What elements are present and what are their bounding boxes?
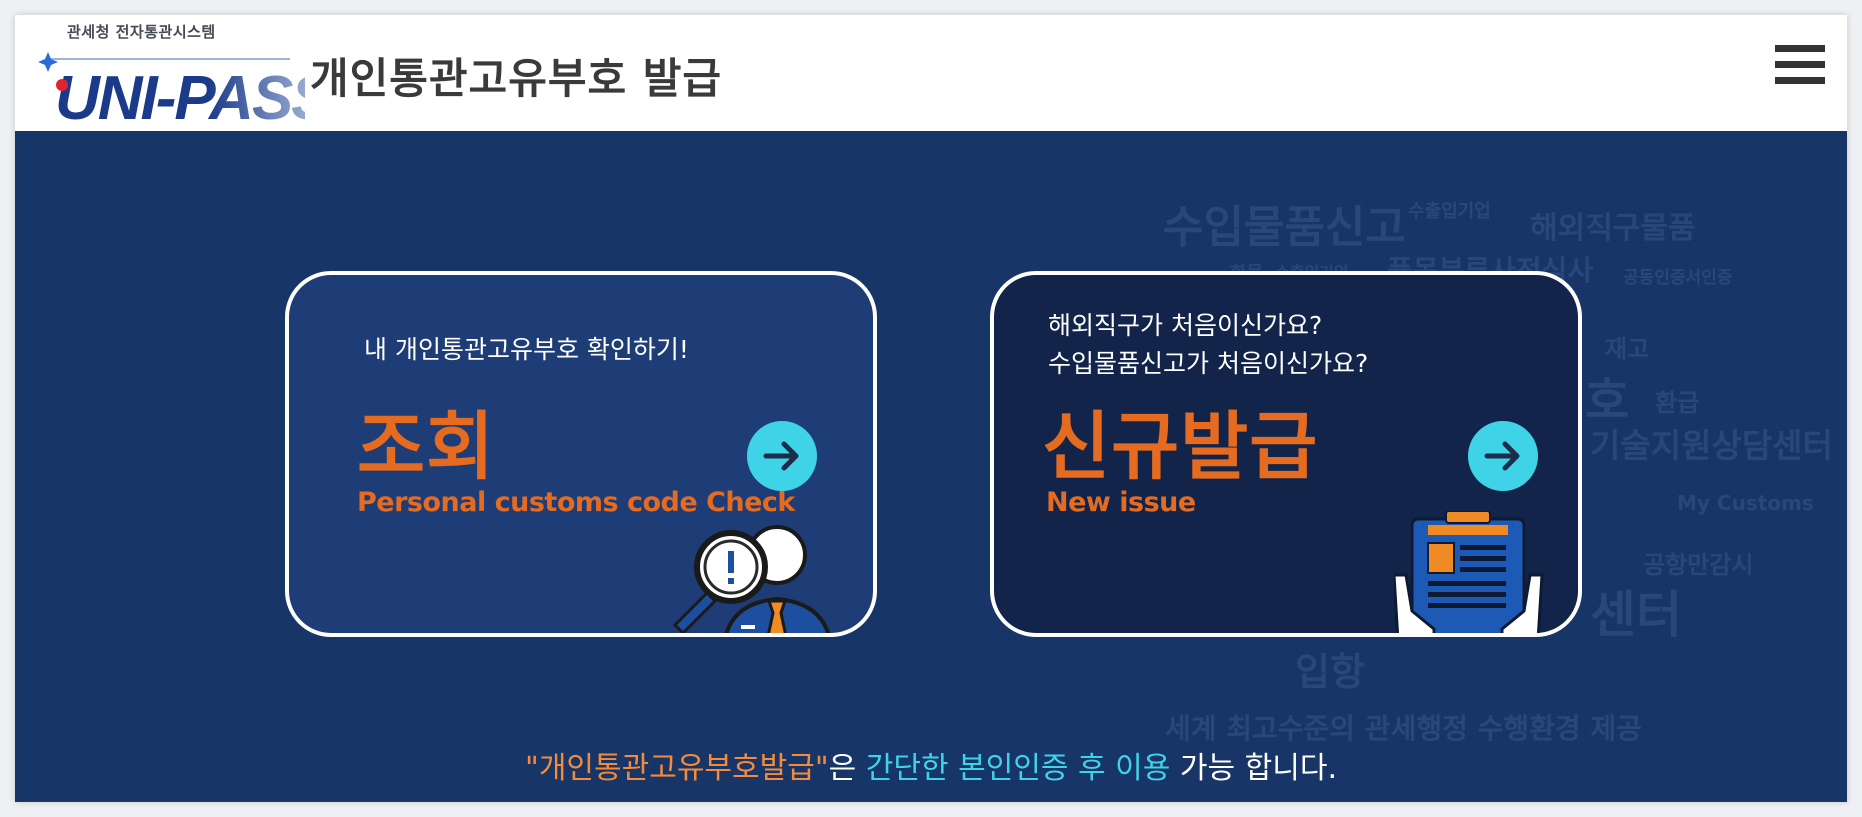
background-word-cloud: 수입물품신고 수출입기업 해외직구물품 화물 수출입기업 품목분류사전심사 공동… (15, 131, 1847, 802)
magnifier-person-icon (672, 525, 831, 633)
footer-text-end: 가능 합니다. (1170, 751, 1337, 786)
arrow-right-icon (763, 441, 799, 471)
menu-bar (1775, 45, 1825, 52)
clipboard-hands-icon (1394, 511, 1544, 633)
hero-section: 수입물품신고 수출입기업 해외직구물품 화물 수출입기업 품목분류사전심사 공동… (15, 131, 1847, 802)
arrow-right-icon (1484, 441, 1520, 471)
menu-bar (1775, 61, 1825, 68)
header: 관세청 전자통관시스템 UNI-PASS 개인통관고유부호 발급 (15, 15, 1847, 131)
new-subtitle-line2: 수입물품신고가 처음이신가요? (1048, 349, 1369, 378)
unipass-logo[interactable]: 관세청 전자통관시스템 UNI-PASS (35, 17, 315, 127)
page-frame: 관세청 전자통관시스템 UNI-PASS 개인통관고유부호 발급 (15, 15, 1847, 802)
bg-word: 센터 (1590, 586, 1682, 644)
hamburger-menu-icon[interactable] (1775, 45, 1825, 91)
bg-word: 해외직구물품 (1530, 211, 1696, 246)
page-title: 개인통관고유부호 발급 (310, 54, 723, 103)
new-title: 신규발급 (1042, 404, 1319, 490)
check-arrow-button[interactable] (747, 421, 817, 491)
footer-service-name: "개인통관고유부호발급" (525, 751, 829, 786)
new-english-label: New issue (1046, 487, 1196, 518)
bg-word: 수출입기업 (1408, 201, 1491, 222)
bg-word: 환급 (1655, 389, 1700, 417)
check-subtitle: 내 개인통관고유부호 확인하기! (364, 335, 689, 364)
menu-bar (1775, 77, 1825, 84)
check-english-label: Personal customs code Check (357, 487, 795, 518)
new-issue-card[interactable]: 해외직구가 처음이신가요? 수입물품신고가 처음이신가요? 신규발급 New i… (990, 271, 1582, 637)
new-arrow-button[interactable] (1468, 421, 1538, 491)
footer-note: "개인통관고유부호발급"은 간단한 본인인증 후 이용 가능 합니다. (15, 743, 1847, 787)
bg-word: 공항만감시 (1643, 551, 1754, 579)
check-title: 조회 (357, 404, 496, 490)
bg-word: My Customs (1677, 491, 1814, 515)
bg-word: 호 (1585, 373, 1630, 429)
logo-caption: 관세청 전자통관시스템 (67, 23, 216, 41)
new-subtitle-line1: 해외직구가 처음이신가요? (1048, 311, 1323, 340)
bg-word: 재고 (1605, 335, 1650, 363)
bg-word: 공동인증서인증 (1623, 268, 1733, 288)
footer-text: 은 (828, 751, 866, 786)
bg-word: 입항 (1295, 650, 1365, 694)
bg-word: 세계 최고수준의 관세행정 수행환경 제공 (1165, 712, 1642, 745)
check-card[interactable]: 내 개인통관고유부호 확인하기! 조회 Personal customs cod… (285, 271, 877, 637)
bg-word: 기술지원상담센터 (1590, 426, 1833, 465)
footer-highlight: 간단한 본인인증 후 이용 (865, 751, 1171, 786)
logo-text: UNI-PASS (55, 64, 305, 127)
unipass-logo-icon: UNI-PASS (38, 52, 305, 127)
bg-word: 수입물품신고 (1163, 202, 1406, 253)
